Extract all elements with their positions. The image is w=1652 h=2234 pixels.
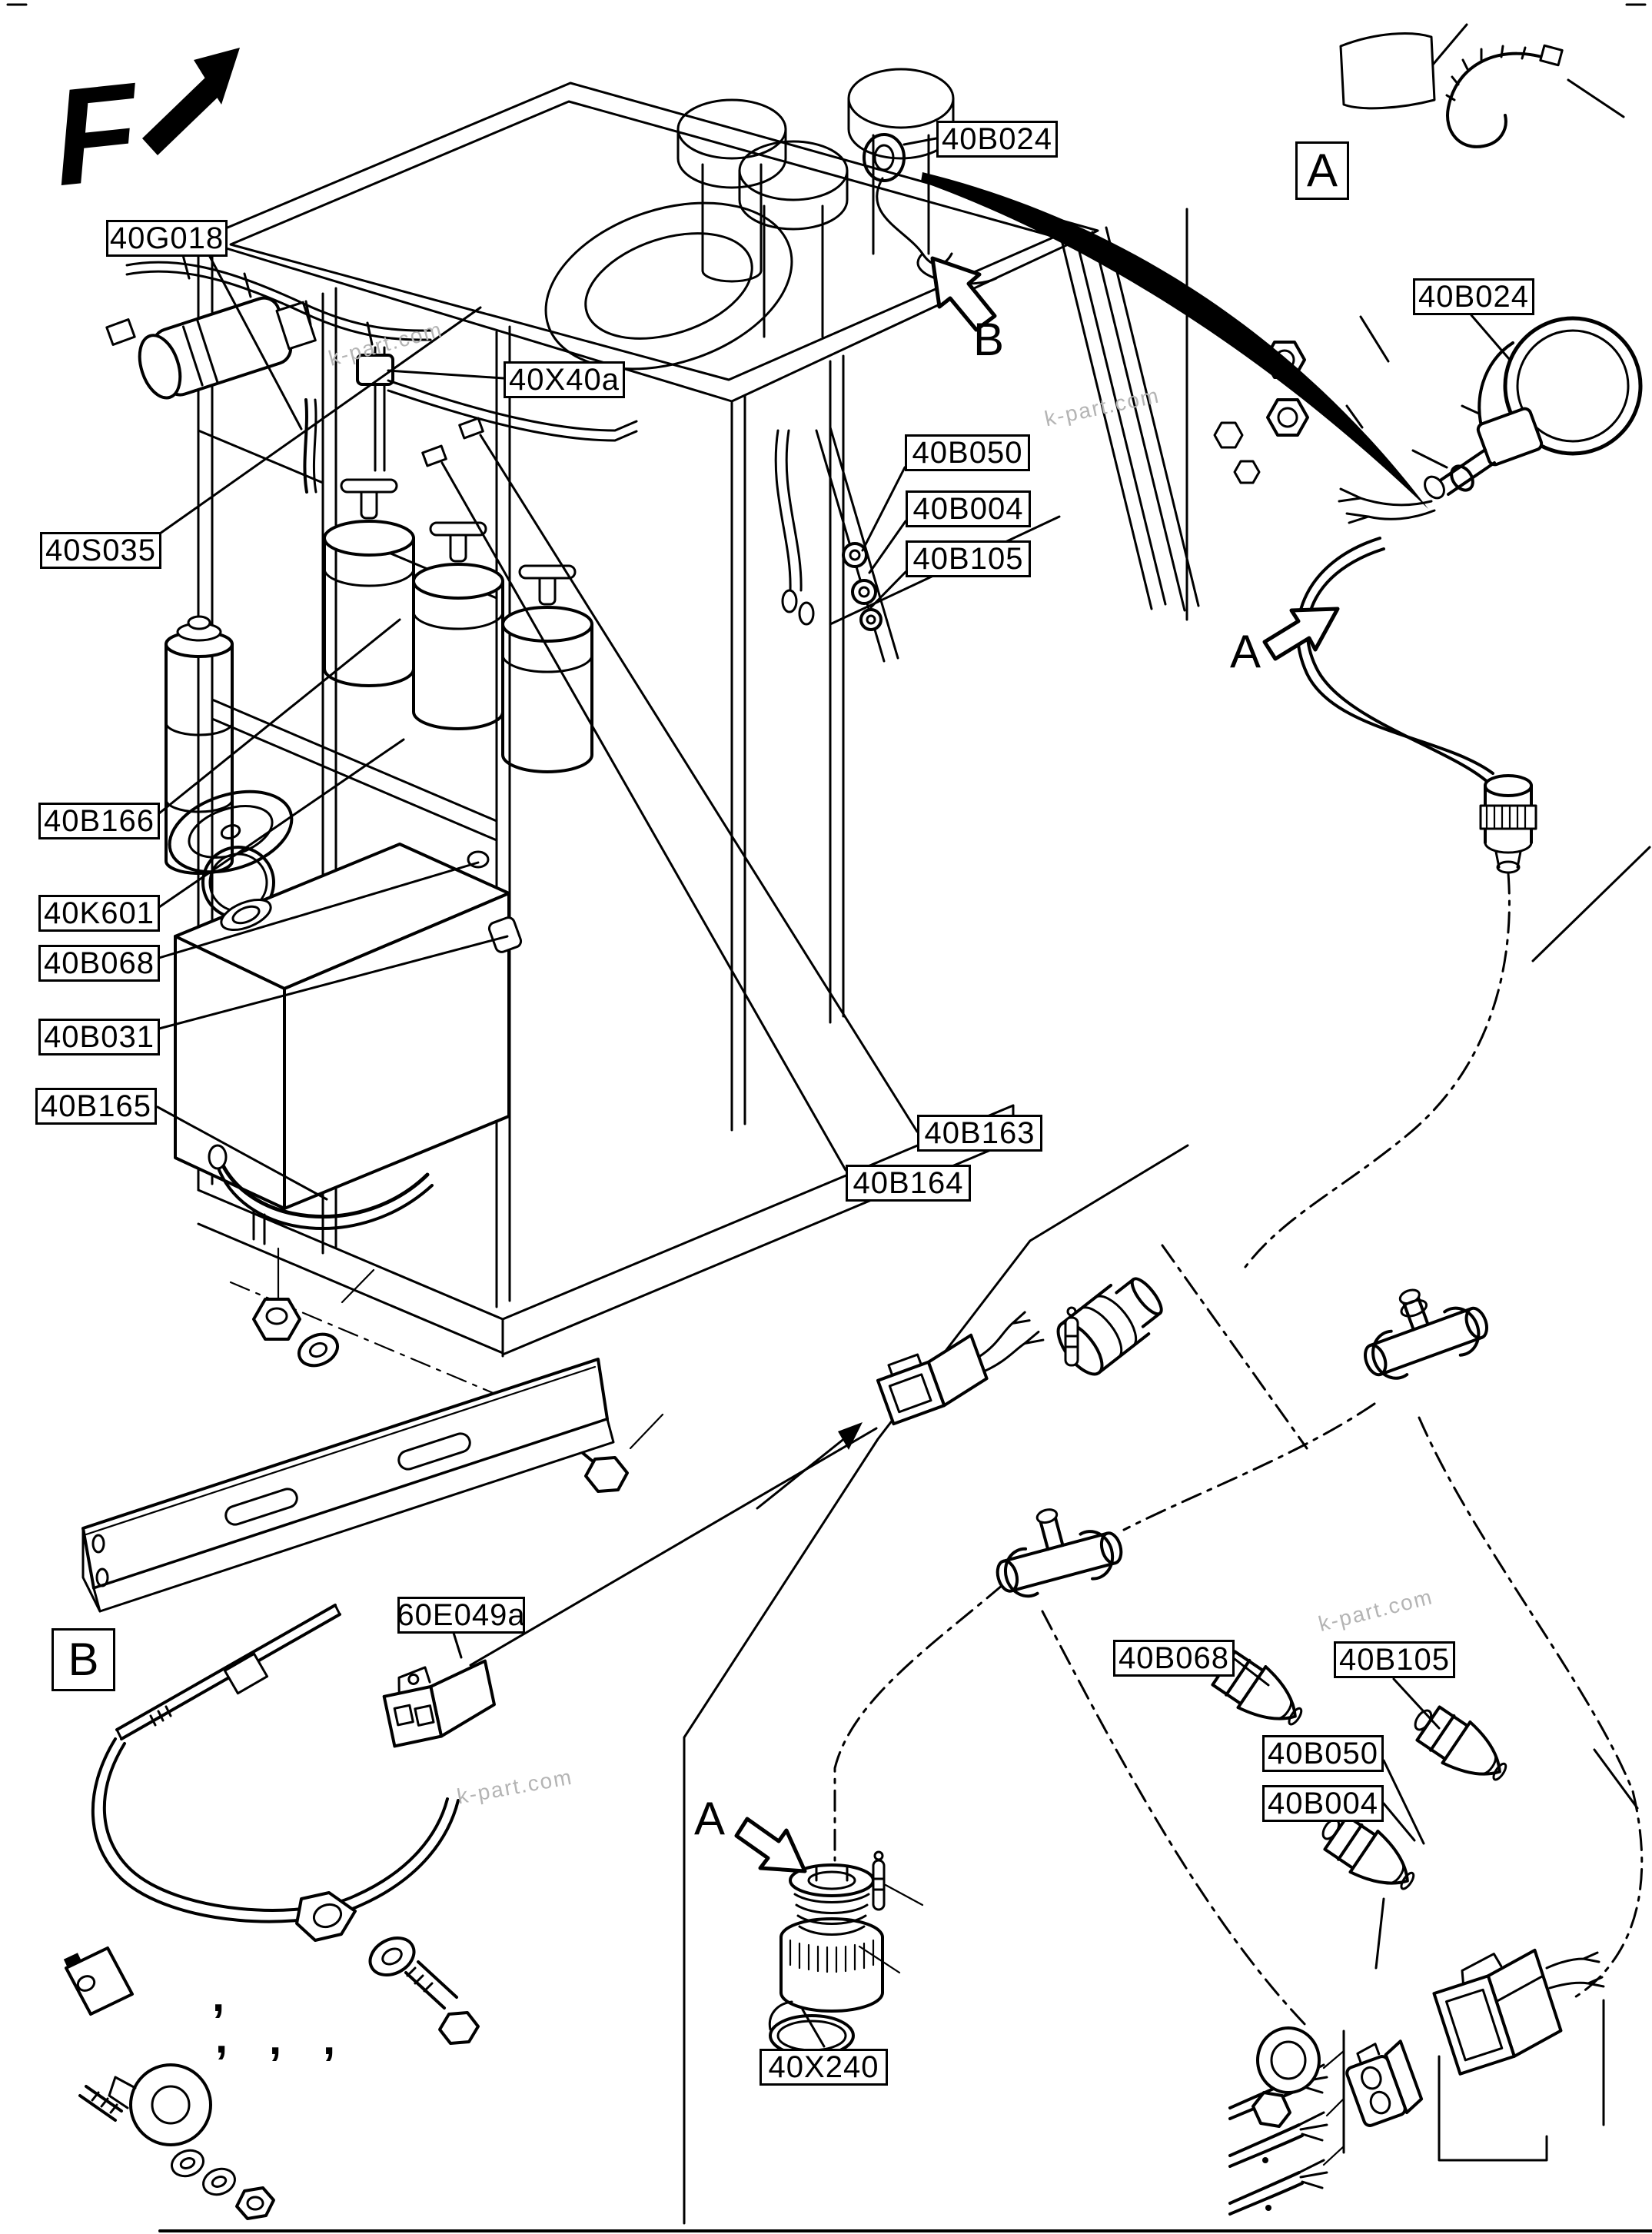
part-label-40B024[interactable]: 40B024	[936, 121, 1058, 158]
part-label-40B163[interactable]: 40B163	[917, 1115, 1042, 1152]
view-marker-A: A	[1295, 141, 1349, 200]
filter-canisters	[323, 478, 593, 773]
fuel-tank	[174, 843, 523, 1245]
direction-arrow-icon	[142, 48, 240, 155]
pressure-sender-2	[1414, 1705, 1507, 1781]
part-label-40B024[interactable]: 40B024	[1413, 278, 1534, 315]
part-label-40B031[interactable]: 40B031	[38, 1019, 160, 1055]
watermark: k-part.com	[326, 317, 446, 371]
part-label-40B105[interactable]: 40B105	[1334, 1641, 1455, 1678]
pressure-sender-3	[1321, 1814, 1415, 1890]
view-marker-A: A	[694, 1793, 726, 1844]
leader-lines	[156, 137, 1639, 2048]
section-boundaries	[469, 23, 1651, 2225]
pipe-clamp	[356, 346, 638, 472]
part-label-40X40a[interactable]: 40X40a	[504, 361, 625, 398]
part-label-40B004[interactable]: 40B004	[906, 490, 1031, 527]
pointer-arrowhead	[838, 1422, 863, 1450]
bottom-connector-cluster	[1228, 1948, 1605, 2216]
part-label-40K601[interactable]: 40K601	[38, 895, 160, 932]
comma-mark: ,	[269, 2014, 282, 2064]
comma-mark: ,	[215, 2013, 228, 2063]
view-a-bottom-arrow-icon	[734, 1817, 807, 1873]
part-label-40B068[interactable]: 40B068	[1113, 1640, 1235, 1677]
watermark: k-part.com	[1316, 1584, 1436, 1637]
gear-motor	[105, 296, 317, 494]
roof-parts	[544, 68, 998, 371]
view-marker-A: A	[1230, 626, 1261, 677]
part-label-40B166[interactable]: 40B166	[38, 803, 160, 839]
plug-40x240	[768, 1850, 924, 2057]
mounting-bracket	[81, 1247, 664, 1613]
view-marker-B: B	[52, 1628, 115, 1691]
sticker-and-tie	[1339, 32, 1564, 148]
view-marker-B: B	[973, 314, 1005, 365]
part-label-40B050[interactable]: 40B050	[1262, 1735, 1384, 1772]
male-connector	[876, 1311, 1045, 1426]
part-label-40S035[interactable]: 40S035	[40, 532, 161, 569]
rail-senders	[774, 426, 899, 663]
pin-terminal	[1064, 1306, 1079, 1367]
watermark: k-part.com	[455, 1764, 575, 1809]
watermark: k-part.com	[1042, 383, 1162, 431]
b-section-parts	[63, 1430, 593, 2220]
part-label-40B164[interactable]: 40B164	[846, 1165, 971, 1202]
part-label-40B050[interactable]: 40B050	[905, 434, 1030, 471]
comma-mark: ,	[212, 1971, 225, 2021]
part-label-40B068[interactable]: 40B068	[38, 945, 160, 982]
part-label-40B105[interactable]: 40B105	[906, 540, 1031, 577]
t-fitting-upper	[1364, 1288, 1488, 1380]
view-b-arrow-icon	[930, 256, 997, 332]
view-arrows	[734, 256, 1340, 1873]
t-fitting-lower	[996, 1508, 1123, 1598]
comma-mark: ,	[323, 2014, 336, 2064]
part-label-40B004[interactable]: 40B004	[1262, 1785, 1384, 1822]
part-label-60E049a[interactable]: 60E049a	[397, 1597, 526, 1634]
part-label-40B165[interactable]: 40B165	[35, 1088, 157, 1125]
part-label-40X240[interactable]: 40X240	[760, 2049, 888, 2086]
page-border	[6, 3, 1652, 2232]
view-a-arrow-icon	[1262, 607, 1340, 661]
work-light	[1296, 316, 1643, 874]
part-label-40G018[interactable]: 40G018	[106, 220, 228, 257]
